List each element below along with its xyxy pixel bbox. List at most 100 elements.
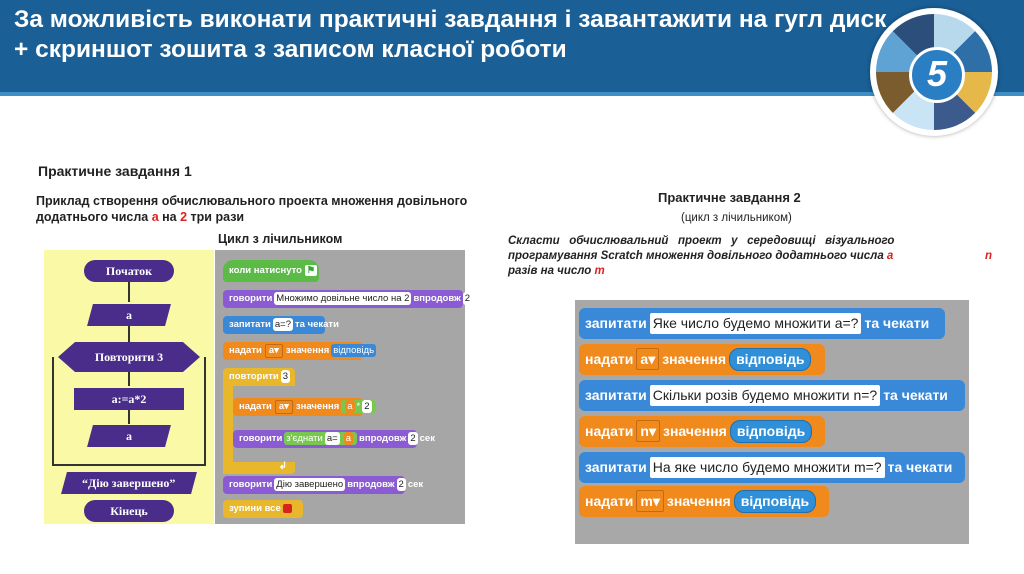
inner-var-dropdown[interactable]: а▾ — [274, 400, 293, 414]
say3-cmd-label: говорити — [229, 479, 273, 490]
flowchart-loop: Повторити 3 — [58, 342, 200, 372]
flowchart: Початок а Повторити 3 а:=а*2 а “Дію заве… — [44, 250, 214, 524]
operand-num[interactable]: 2 — [362, 400, 372, 413]
set-m-value-label: значення — [666, 493, 731, 509]
flowchart-message-label: “Дію завершено” — [82, 476, 176, 490]
say-text-input[interactable]: Множимо довільне число на 2 — [274, 292, 412, 305]
ask-a-wait: та чекати — [864, 315, 930, 331]
task2-desc-part-a: програмування Scratch множення довільног… — [508, 250, 887, 262]
ask-m-wait: та чекати — [887, 459, 953, 475]
inner-set-cmd-label: надати — [239, 401, 272, 412]
task1-heading: Практичне завдання 1 — [38, 163, 192, 179]
say-for-label: впродовж — [413, 293, 461, 304]
set-m-cmd: надати — [585, 493, 634, 509]
say3-text-input[interactable]: Дію завершено — [274, 478, 346, 491]
flowchart-connector — [128, 410, 130, 424]
task1-desc-var: а — [151, 210, 159, 224]
flowchart-loop-line-right — [204, 357, 206, 465]
say2-for-label: впродовж — [358, 433, 407, 444]
inner-value-label: значення — [295, 401, 340, 412]
flowchart-message: “Дію завершено” — [61, 472, 197, 494]
set-var-label: а — [268, 345, 275, 356]
stop-sign-icon — [283, 503, 293, 513]
inner-var-label: а — [278, 401, 285, 412]
repeat-block-arm — [223, 386, 233, 474]
task1-desc-part-a: додатнього числа — [36, 210, 152, 224]
flowchart-connector — [128, 372, 130, 386]
task1-desc-line2: додатнього числа а на 2 три рази — [36, 210, 244, 224]
ask-n-text-input[interactable]: Скільки розів будемо множити n=? — [649, 385, 881, 406]
ask-n-cmd: запитати — [585, 387, 647, 403]
ask-wait-label: та чекати — [295, 319, 339, 330]
say3-seconds-input[interactable]: 2 — [396, 478, 406, 491]
operand-var: а — [345, 400, 355, 413]
say-seconds-input[interactable]: 2 — [462, 292, 473, 305]
ask-a-cmd: запитати — [585, 315, 647, 331]
flowchart-connector — [128, 282, 130, 302]
task2-desc-line1: Скласти обчислювальний проект у середови… — [508, 235, 895, 247]
flowchart-input-label: а — [126, 308, 132, 322]
flowchart-connector — [128, 326, 130, 342]
set-value-label: значення — [285, 345, 330, 356]
ask-a-text-input[interactable]: Яке число будемо множити а=? — [649, 313, 862, 334]
task2-heading: Практичне завдання 2 — [658, 190, 801, 205]
stop-label: зупини все — [229, 503, 281, 514]
answer-reporter[interactable]: відповідь — [331, 344, 377, 357]
set-var-dropdown[interactable]: а▾ — [264, 344, 283, 358]
flowchart-assign: а:=а*2 — [74, 388, 184, 410]
set-n-cmd: надати — [585, 423, 634, 439]
set-a-answer-reporter[interactable]: відповідь — [729, 348, 812, 371]
ask-text-input[interactable]: а=? — [272, 318, 294, 331]
flowchart-loop-line-left — [52, 357, 54, 465]
operator-symbol: * — [356, 401, 361, 412]
set-a-var: а — [640, 351, 649, 367]
set-n-answer-reporter[interactable]: відповідь — [729, 420, 813, 443]
say-cmd-label: говорити — [229, 293, 273, 304]
stop-block[interactable]: зупини все — [223, 500, 303, 518]
task2-desc-line2: програмування Scratch множення довільног… — [508, 250, 998, 262]
multiply-operator[interactable]: а*2 — [341, 400, 376, 413]
join-label: з'єднати — [286, 433, 323, 444]
green-flag-icon: ⚑ — [304, 265, 318, 276]
repeat-count-input[interactable]: 3 — [280, 370, 291, 383]
say3-sec-label: сек — [407, 479, 424, 490]
join-text-input[interactable]: а= — [324, 432, 340, 445]
join-var: а — [343, 432, 353, 445]
badge-number-circle: 5 — [909, 47, 965, 103]
say2-sec-label: сек — [419, 433, 435, 444]
task2-desc-part-c: разів на число — [508, 265, 595, 277]
task2-desc-var-n: n — [984, 250, 992, 262]
badge-collage-image: 5 — [876, 14, 992, 130]
ask-m-text-input[interactable]: На яке число будемо множити m=? — [649, 457, 885, 478]
say-sec-label: сек — [474, 293, 490, 304]
ask-m-cmd: запитати — [585, 459, 647, 475]
badge-number: 5 — [926, 53, 948, 94]
set-a-var-dropdown[interactable]: а▾ — [636, 348, 660, 370]
hat-block[interactable]: коли натиснуто ⚑ — [223, 260, 319, 282]
task1-desc-line1: Приклад створення обчислювального проект… — [36, 194, 468, 208]
page-title: За можливість виконати практичні завданн… — [14, 6, 887, 63]
flowchart-end: Кінець — [84, 500, 174, 522]
ask-cmd-label: запитати — [229, 319, 271, 330]
set-a-value-label: значення — [662, 351, 727, 367]
flowchart-output: а — [87, 425, 171, 447]
set-m-var-dropdown[interactable]: m▾ — [636, 490, 664, 512]
say2-seconds-input[interactable]: 2 — [408, 432, 418, 445]
set-n-var-dropdown[interactable]: n▾ — [636, 420, 660, 442]
set-m-answer-reporter[interactable]: відповідь — [733, 490, 817, 513]
